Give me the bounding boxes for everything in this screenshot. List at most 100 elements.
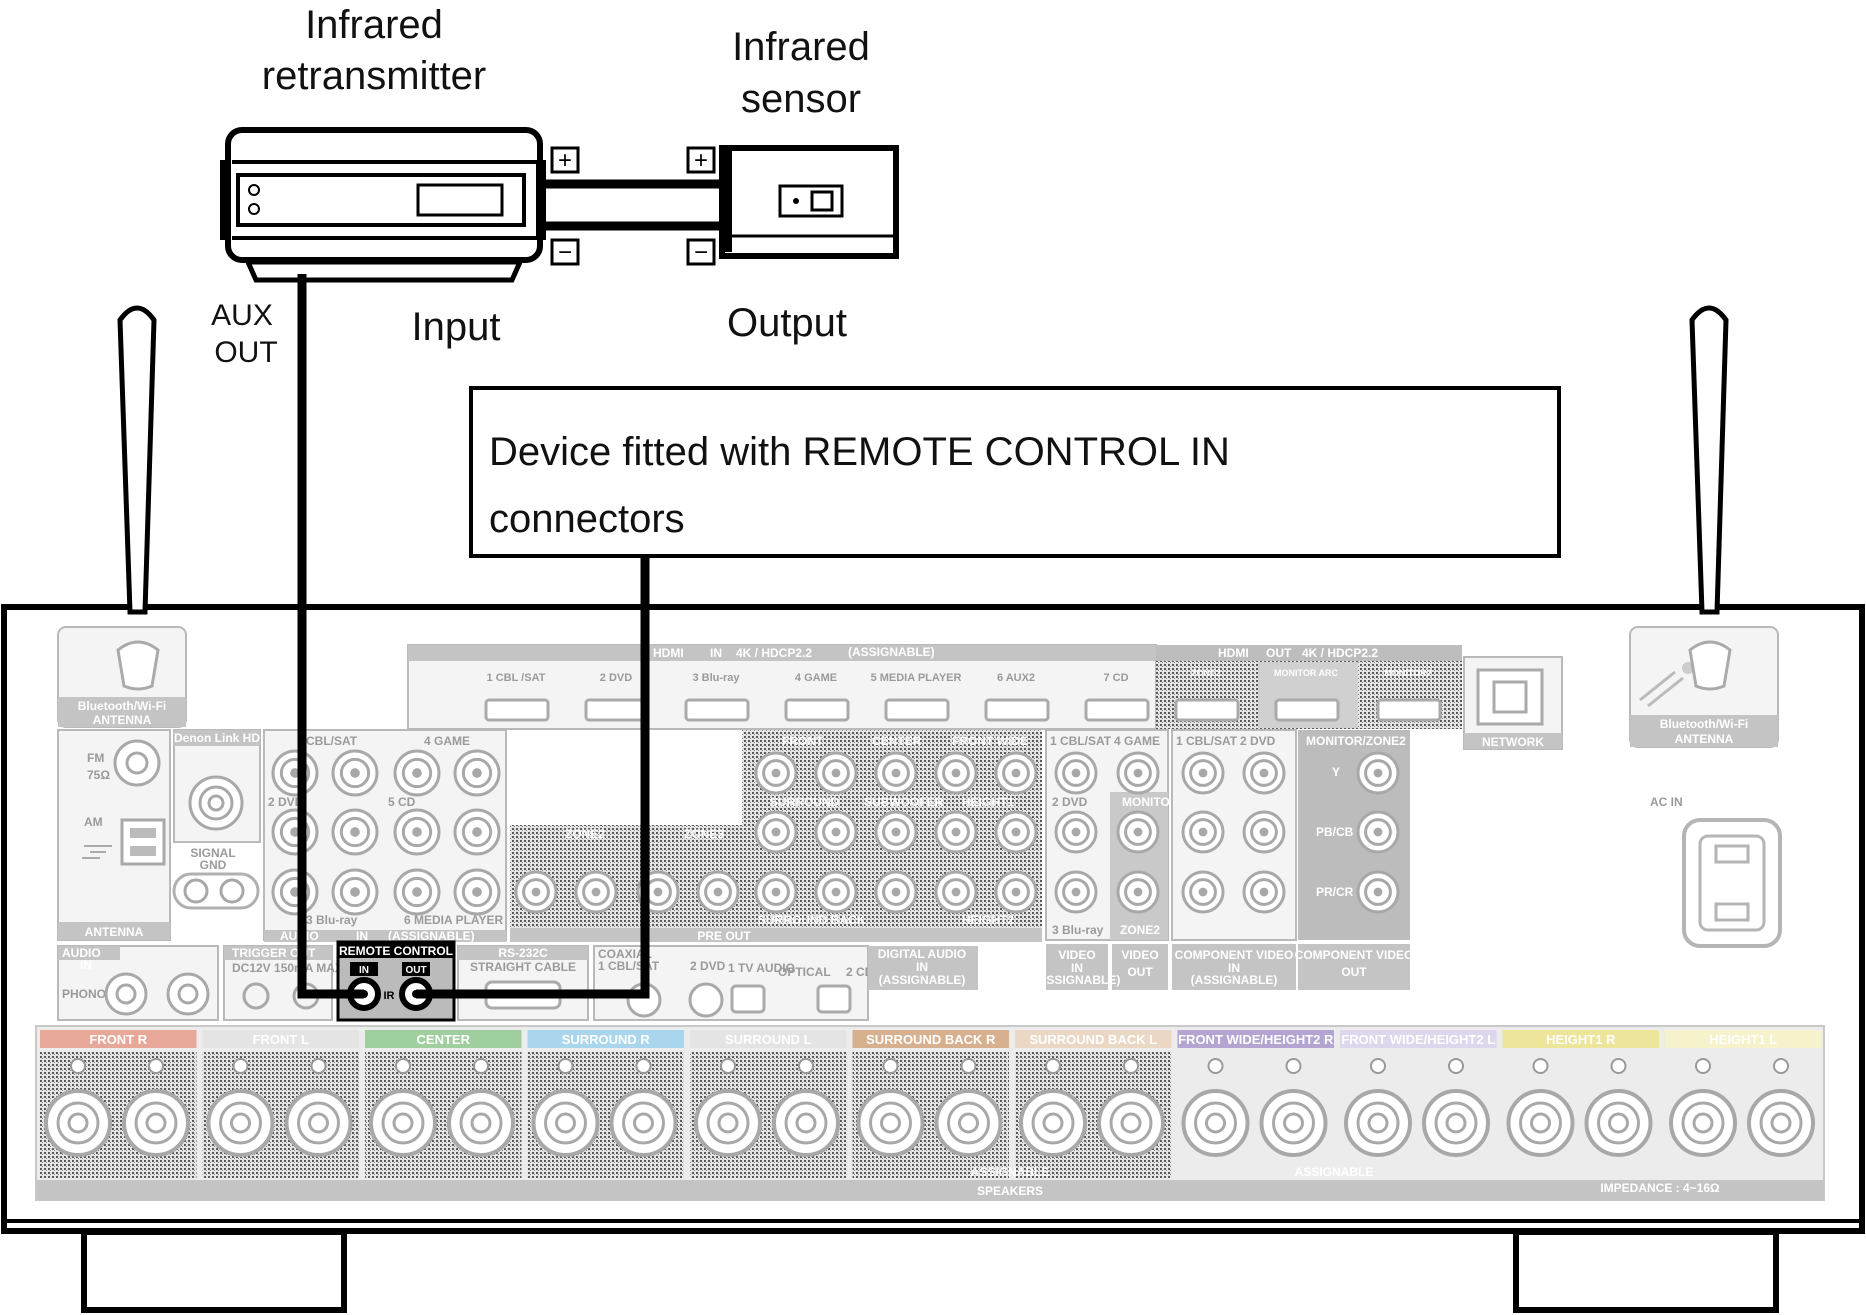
- preout-jack: [814, 870, 858, 914]
- coaxial-label: COAXIAL: [598, 947, 652, 961]
- video-rca-jack: [1116, 810, 1160, 854]
- speaker-group: FRONT L: [202, 1030, 359, 1178]
- digital-audio-label: DIGITAL AUDIO: [878, 947, 966, 961]
- terminal-markers: + − + −: [550, 146, 716, 266]
- speaker-group-label: CENTER: [417, 1032, 471, 1047]
- hdmi-out-port: [1376, 698, 1442, 722]
- speaker-group: SURROUND BACK L: [1015, 1030, 1172, 1178]
- speaker-group-label: FRONT WIDE/HEIGHT2 L: [1341, 1032, 1495, 1047]
- phono-audio-label: AUDIO: [62, 946, 101, 960]
- zone-preout-jack: [514, 870, 558, 914]
- speaker-terminal: [1344, 1089, 1412, 1157]
- video-in-assignable: (ASSIGNABLE): [1034, 973, 1121, 987]
- hdmi-in-port-label: 2 DVD: [600, 672, 632, 684]
- hdmi-in-port-label: 4 GAME: [795, 672, 837, 684]
- infrared-retransmitter: [220, 127, 546, 283]
- hdmi-in-port: [984, 698, 1050, 722]
- speaker-terminal: [1506, 1089, 1575, 1157]
- wifi-antenna-left: [116, 305, 160, 691]
- speaker-terminal: [206, 1089, 275, 1157]
- hdmi-in-assign: (ASSIGNABLE): [848, 645, 935, 659]
- hdmi-out-port-label: MONITOR2: [1384, 668, 1431, 678]
- speaker-terminal: [609, 1089, 678, 1157]
- cable-remote-out-to-device: [416, 556, 650, 999]
- video-monitor-label: MONITOR: [1122, 795, 1179, 809]
- digital-in-tag: IN: [916, 960, 928, 974]
- audio-in-tag: IN: [356, 929, 368, 943]
- sensor-plus: +: [694, 147, 708, 174]
- speaker-group: SURROUND R: [527, 1030, 684, 1178]
- speaker-terminal: [1259, 1089, 1328, 1157]
- digital-cd-label: 2 CD: [846, 965, 874, 979]
- component-monitor-label: MONITOR/ZONE2: [1306, 734, 1406, 748]
- zone-preout-jack: [574, 870, 618, 914]
- video-rca-jack: [1054, 751, 1098, 795]
- preout-jacks: [514, 751, 1038, 914]
- zone3-preout-label: ZONE3: [684, 827, 724, 841]
- network-port-block: NETWORK: [1463, 656, 1563, 750]
- speaker-terminal: [934, 1089, 1003, 1157]
- component-in-tag: IN: [1228, 961, 1240, 975]
- preout-jack: [934, 810, 978, 854]
- audio-cblsat-label: CBL/SAT: [306, 734, 358, 748]
- video-zone2-label: ZONE2: [1120, 923, 1160, 937]
- retransmitter-minus: −: [558, 239, 572, 266]
- hdmi-in-title: HDMI: [653, 646, 684, 660]
- hdmi-in-port: [884, 698, 950, 722]
- audio-rca-jack: [393, 749, 441, 797]
- bt-antenna-right-label2: ANTENNA: [1675, 732, 1734, 746]
- hdmi-in-port-label: 5 MEDIA PLAYER: [871, 672, 962, 684]
- speaker-group: FRONT R: [40, 1030, 197, 1178]
- speaker-terminal: [44, 1089, 112, 1157]
- retransmitter-label-line1: Infrared: [305, 3, 443, 47]
- component-in-jack: [1181, 751, 1225, 795]
- remote-control-ports[interactable]: REMOTE CONTROL IN OUT IR: [336, 940, 456, 1022]
- hdmi-in-spec: 4K / HDCP2.2: [736, 646, 812, 660]
- hdmi-out-port: [1274, 698, 1340, 722]
- video-out-tag: OUT: [1127, 965, 1153, 979]
- wifi-antenna-right: [1688, 305, 1732, 691]
- diagram-labels: Infrared retransmitter Infrared sensor A…: [211, 3, 870, 369]
- speaker-group: CENTER: [365, 1030, 522, 1178]
- hdmi-out-spec: 4K / HDCP2.2: [1302, 646, 1378, 660]
- video-out-label: VIDEO: [1121, 948, 1158, 962]
- digital-cblsat-label: 1 CBL/SAT: [598, 959, 660, 973]
- audio-cd-label: 5 CD: [388, 795, 416, 809]
- preout-height1-label: HEIGHT1: [962, 795, 1014, 809]
- component-cblsat-label: 1 CBL/SAT: [1176, 734, 1238, 748]
- speaker-terminal: [1584, 1089, 1653, 1157]
- speaker-group: FRONT WIDE/HEIGHT2 R: [1177, 1030, 1334, 1178]
- video-rca-jack: [1116, 751, 1160, 795]
- device-callout: Device fitted with REMOTE CONTROL IN con…: [469, 386, 1561, 558]
- video-bluray-label: 3 Blu-ray: [1052, 923, 1104, 937]
- hdmi-out-port: [1174, 698, 1240, 722]
- straight-cable-label: STRAIGHT CABLE: [470, 960, 576, 974]
- preout-jack: [994, 751, 1038, 795]
- preout-jack: [814, 751, 858, 795]
- speaker-terminal: [1181, 1089, 1250, 1157]
- assignable-label: ASSIGNABLE: [1295, 1165, 1374, 1179]
- speaker-group: SURROUND BACK R: [852, 1030, 1009, 1178]
- remote-out-tag: OUT: [405, 965, 426, 976]
- speaker-terminal: [1422, 1089, 1490, 1157]
- speaker-terminal: [1097, 1089, 1165, 1157]
- video-dvd-label: 2 DVD: [1052, 795, 1088, 809]
- sensor-label-line2: sensor: [741, 77, 861, 121]
- speaker-terminal: [122, 1089, 190, 1157]
- preout-surround-label: SURROUND: [770, 795, 840, 809]
- pre-out-label: PRE OUT: [697, 929, 751, 943]
- retransmitter-plus: +: [558, 147, 572, 174]
- audio-rca-jack: [271, 749, 319, 797]
- hdmi-out-title: HDMI: [1218, 646, 1249, 660]
- impedance-label: IMPEDANCE : 4~16Ω: [1600, 1181, 1720, 1195]
- receiver-foot-left: [81, 1229, 347, 1313]
- component-dvd-label: 2 DVD: [1240, 734, 1276, 748]
- audio-rca-jack: [453, 808, 501, 856]
- receiver-foot-right: [1513, 1229, 1779, 1313]
- infrared-sensor: [719, 145, 899, 259]
- speaker-group-label: SURROUND L: [725, 1032, 812, 1047]
- component-in-jack: [1181, 870, 1225, 914]
- ac-in-label: AC IN: [1650, 795, 1683, 809]
